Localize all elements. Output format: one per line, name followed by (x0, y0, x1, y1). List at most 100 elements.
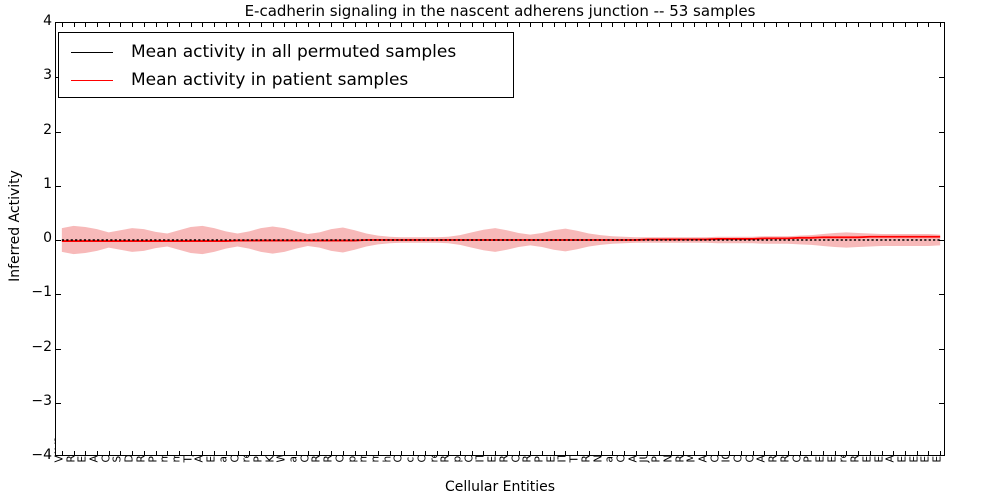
x-tick-mark (670, 451, 672, 455)
x-tick-mark (401, 451, 403, 455)
x-tick-mark (518, 451, 520, 455)
x-tick-mark (940, 23, 942, 27)
x-tick-mark (612, 451, 614, 455)
x-tick-mark (354, 451, 356, 455)
x-tick-mark (120, 23, 122, 27)
x-tick-mark (893, 23, 895, 27)
x-tick-mark (905, 23, 906, 27)
x-tick-mark (471, 23, 473, 27)
x-tick-mark (237, 23, 239, 27)
x-tick-mark (378, 451, 380, 455)
legend-item-permuted: Mean activity in all permuted samples (59, 38, 513, 66)
x-tick-mark (869, 23, 871, 27)
x-tick-mark (296, 451, 298, 455)
x-tick-mark (600, 23, 602, 27)
x-tick-mark (811, 23, 813, 27)
x-tick-mark (577, 23, 579, 27)
x-tick-mark (413, 23, 415, 27)
x-tick-mark (342, 23, 344, 27)
x-tick-mark (366, 23, 368, 27)
x-tick-mark (565, 23, 567, 27)
x-tick-mark (389, 23, 391, 27)
x-tick-mark (588, 451, 590, 455)
x-tick-mark (167, 23, 169, 27)
x-tick-mark (553, 23, 555, 27)
x-tick-mark (588, 23, 590, 27)
x-tick-mark (694, 451, 696, 455)
x-tick-mark (787, 23, 789, 27)
x-tick-mark (881, 451, 883, 455)
x-tick-mark (905, 451, 906, 455)
y-tick-mark (56, 348, 61, 350)
x-tick-mark (272, 23, 274, 27)
x-tick-mark (202, 451, 204, 455)
x-tick-mark (448, 451, 450, 455)
x-tick-mark (659, 451, 661, 455)
y-tick-mark (56, 240, 61, 241)
x-axis-label: Cellular Entities (444, 479, 556, 495)
x-tick-mark (202, 23, 204, 27)
x-tick-mark (214, 23, 216, 27)
x-tick-mark (635, 23, 637, 27)
x-tick-mark (448, 23, 450, 27)
x-tick-mark (506, 451, 508, 455)
x-tick-mark (530, 23, 532, 27)
x-tick-mark (73, 23, 75, 27)
x-tick-mark (846, 451, 848, 455)
x-tick-mark (752, 451, 754, 455)
x-tick-mark (869, 451, 871, 455)
x-tick-mark (436, 451, 438, 455)
legend-swatch-permuted (71, 51, 113, 53)
x-tick-mark (799, 23, 801, 27)
x-tick-mark (401, 23, 403, 27)
legend-item-patient: Mean activity in patient samples (59, 66, 513, 94)
x-tick-mark (764, 451, 766, 455)
x-tick-mark (612, 23, 614, 27)
x-tick-mark (670, 23, 672, 27)
x-tick-mark (858, 451, 860, 455)
x-tick-mark (764, 23, 766, 27)
x-tick-mark (296, 23, 298, 27)
x-tick-mark (61, 451, 63, 455)
x-tick-mark (694, 23, 696, 27)
x-tick-mark (319, 23, 321, 27)
x-tick-mark (565, 451, 567, 455)
x-tick-mark (834, 23, 836, 27)
x-tick-mark (647, 451, 649, 455)
x-tick-mark (214, 451, 216, 455)
y-tick-label: −2 (31, 338, 52, 355)
y-tick-label: 3 (43, 67, 52, 84)
x-tick-mark (178, 451, 180, 455)
legend-label-permuted: Mean activity in all permuted samples (131, 42, 457, 62)
x-tick-mark (190, 23, 192, 27)
x-tick-mark (190, 451, 192, 455)
y-tick-mark (939, 402, 944, 404)
legend-swatch-patient (71, 79, 113, 81)
y-tick-mark (939, 185, 944, 187)
y-tick-label: 2 (43, 121, 52, 138)
x-tick-mark (916, 23, 918, 27)
x-tick-mark (682, 451, 684, 455)
x-tick-mark (319, 451, 321, 455)
x-tick-mark (96, 451, 98, 455)
x-tick-mark (389, 451, 391, 455)
x-tick-mark (132, 451, 134, 455)
x-tick-mark (424, 451, 426, 455)
x-tick-mark (155, 451, 157, 455)
x-tick-mark (483, 451, 485, 455)
y-tick-mark (939, 240, 944, 241)
chart-title: E-cadherin signaling in the nascent adhe… (244, 2, 756, 20)
x-tick-mark (846, 23, 848, 27)
x-tick-mark (284, 451, 286, 455)
x-tick-mark (225, 23, 227, 27)
x-tick-mark (225, 451, 227, 455)
x-tick-mark (354, 23, 356, 27)
data-layer (61, 225, 941, 255)
x-tick-mark (249, 23, 251, 27)
x-tick-mark (729, 451, 731, 455)
y-tick-label: 0 (43, 230, 52, 246)
x-tick-mark (506, 23, 508, 27)
x-tick-mark (600, 451, 602, 455)
x-tick-mark (928, 23, 930, 27)
x-tick-mark (623, 451, 625, 455)
